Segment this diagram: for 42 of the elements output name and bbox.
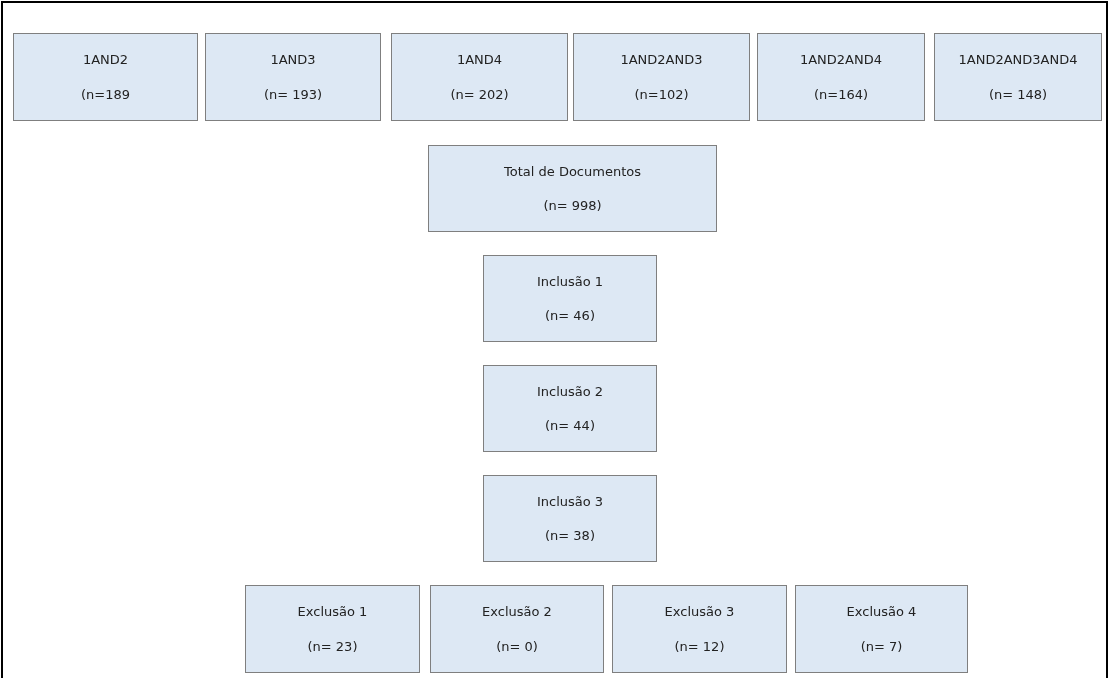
- box-title: Exclusão 2: [482, 604, 552, 619]
- process-box: [795, 585, 968, 673]
- count-text: (n= 7): [860, 639, 903, 654]
- process-box: [483, 365, 657, 452]
- box-title: Exclusão 1: [297, 604, 368, 619]
- box-title: Inclusão 1: [536, 273, 604, 289]
- box-title: 1AND4: [456, 52, 503, 67]
- box-title: 1AND2: [82, 52, 129, 67]
- process-box: [483, 255, 657, 342]
- count-text: (n=102): [634, 87, 689, 102]
- process-box: [205, 33, 381, 121]
- count-text: (n= 46): [545, 308, 595, 324]
- box-title: 1AND2AND4: [799, 52, 883, 67]
- process-box: [483, 475, 657, 562]
- count-text: (n= 998): [543, 198, 602, 214]
- box-title: Inclusão 2: [536, 383, 604, 399]
- count-text: (n= 148): [988, 87, 1048, 102]
- count-text: (n= 202): [450, 87, 509, 102]
- box-title: Exclusão 4: [846, 604, 917, 619]
- box-title: 1AND2AND3: [620, 52, 703, 67]
- process-box: [13, 33, 198, 121]
- count-text: (n= 193): [263, 87, 323, 102]
- box-title: Total de Documentos: [504, 163, 641, 179]
- box-title: 1AND2AND3AND4: [958, 52, 1078, 67]
- process-box: [245, 585, 420, 673]
- box-title: Inclusão 3: [536, 493, 604, 509]
- process-box: [757, 33, 925, 121]
- process-box: [391, 33, 568, 121]
- count-text: (n=189: [81, 87, 130, 102]
- box-title: 1AND3: [270, 52, 316, 67]
- process-box: [428, 145, 717, 232]
- count-text: (n=164): [813, 87, 869, 102]
- count-text: (n= 0): [496, 639, 538, 654]
- count-text: (n= 23): [307, 639, 358, 654]
- process-box: [934, 33, 1102, 121]
- process-box: [612, 585, 787, 673]
- count-text: (n= 12): [674, 639, 725, 654]
- count-text: (n= 44): [545, 418, 595, 434]
- process-box: [573, 33, 750, 121]
- count-text: (n= 38): [545, 528, 595, 544]
- box-title: Exclusão 3: [664, 604, 735, 619]
- process-box: [430, 585, 604, 673]
